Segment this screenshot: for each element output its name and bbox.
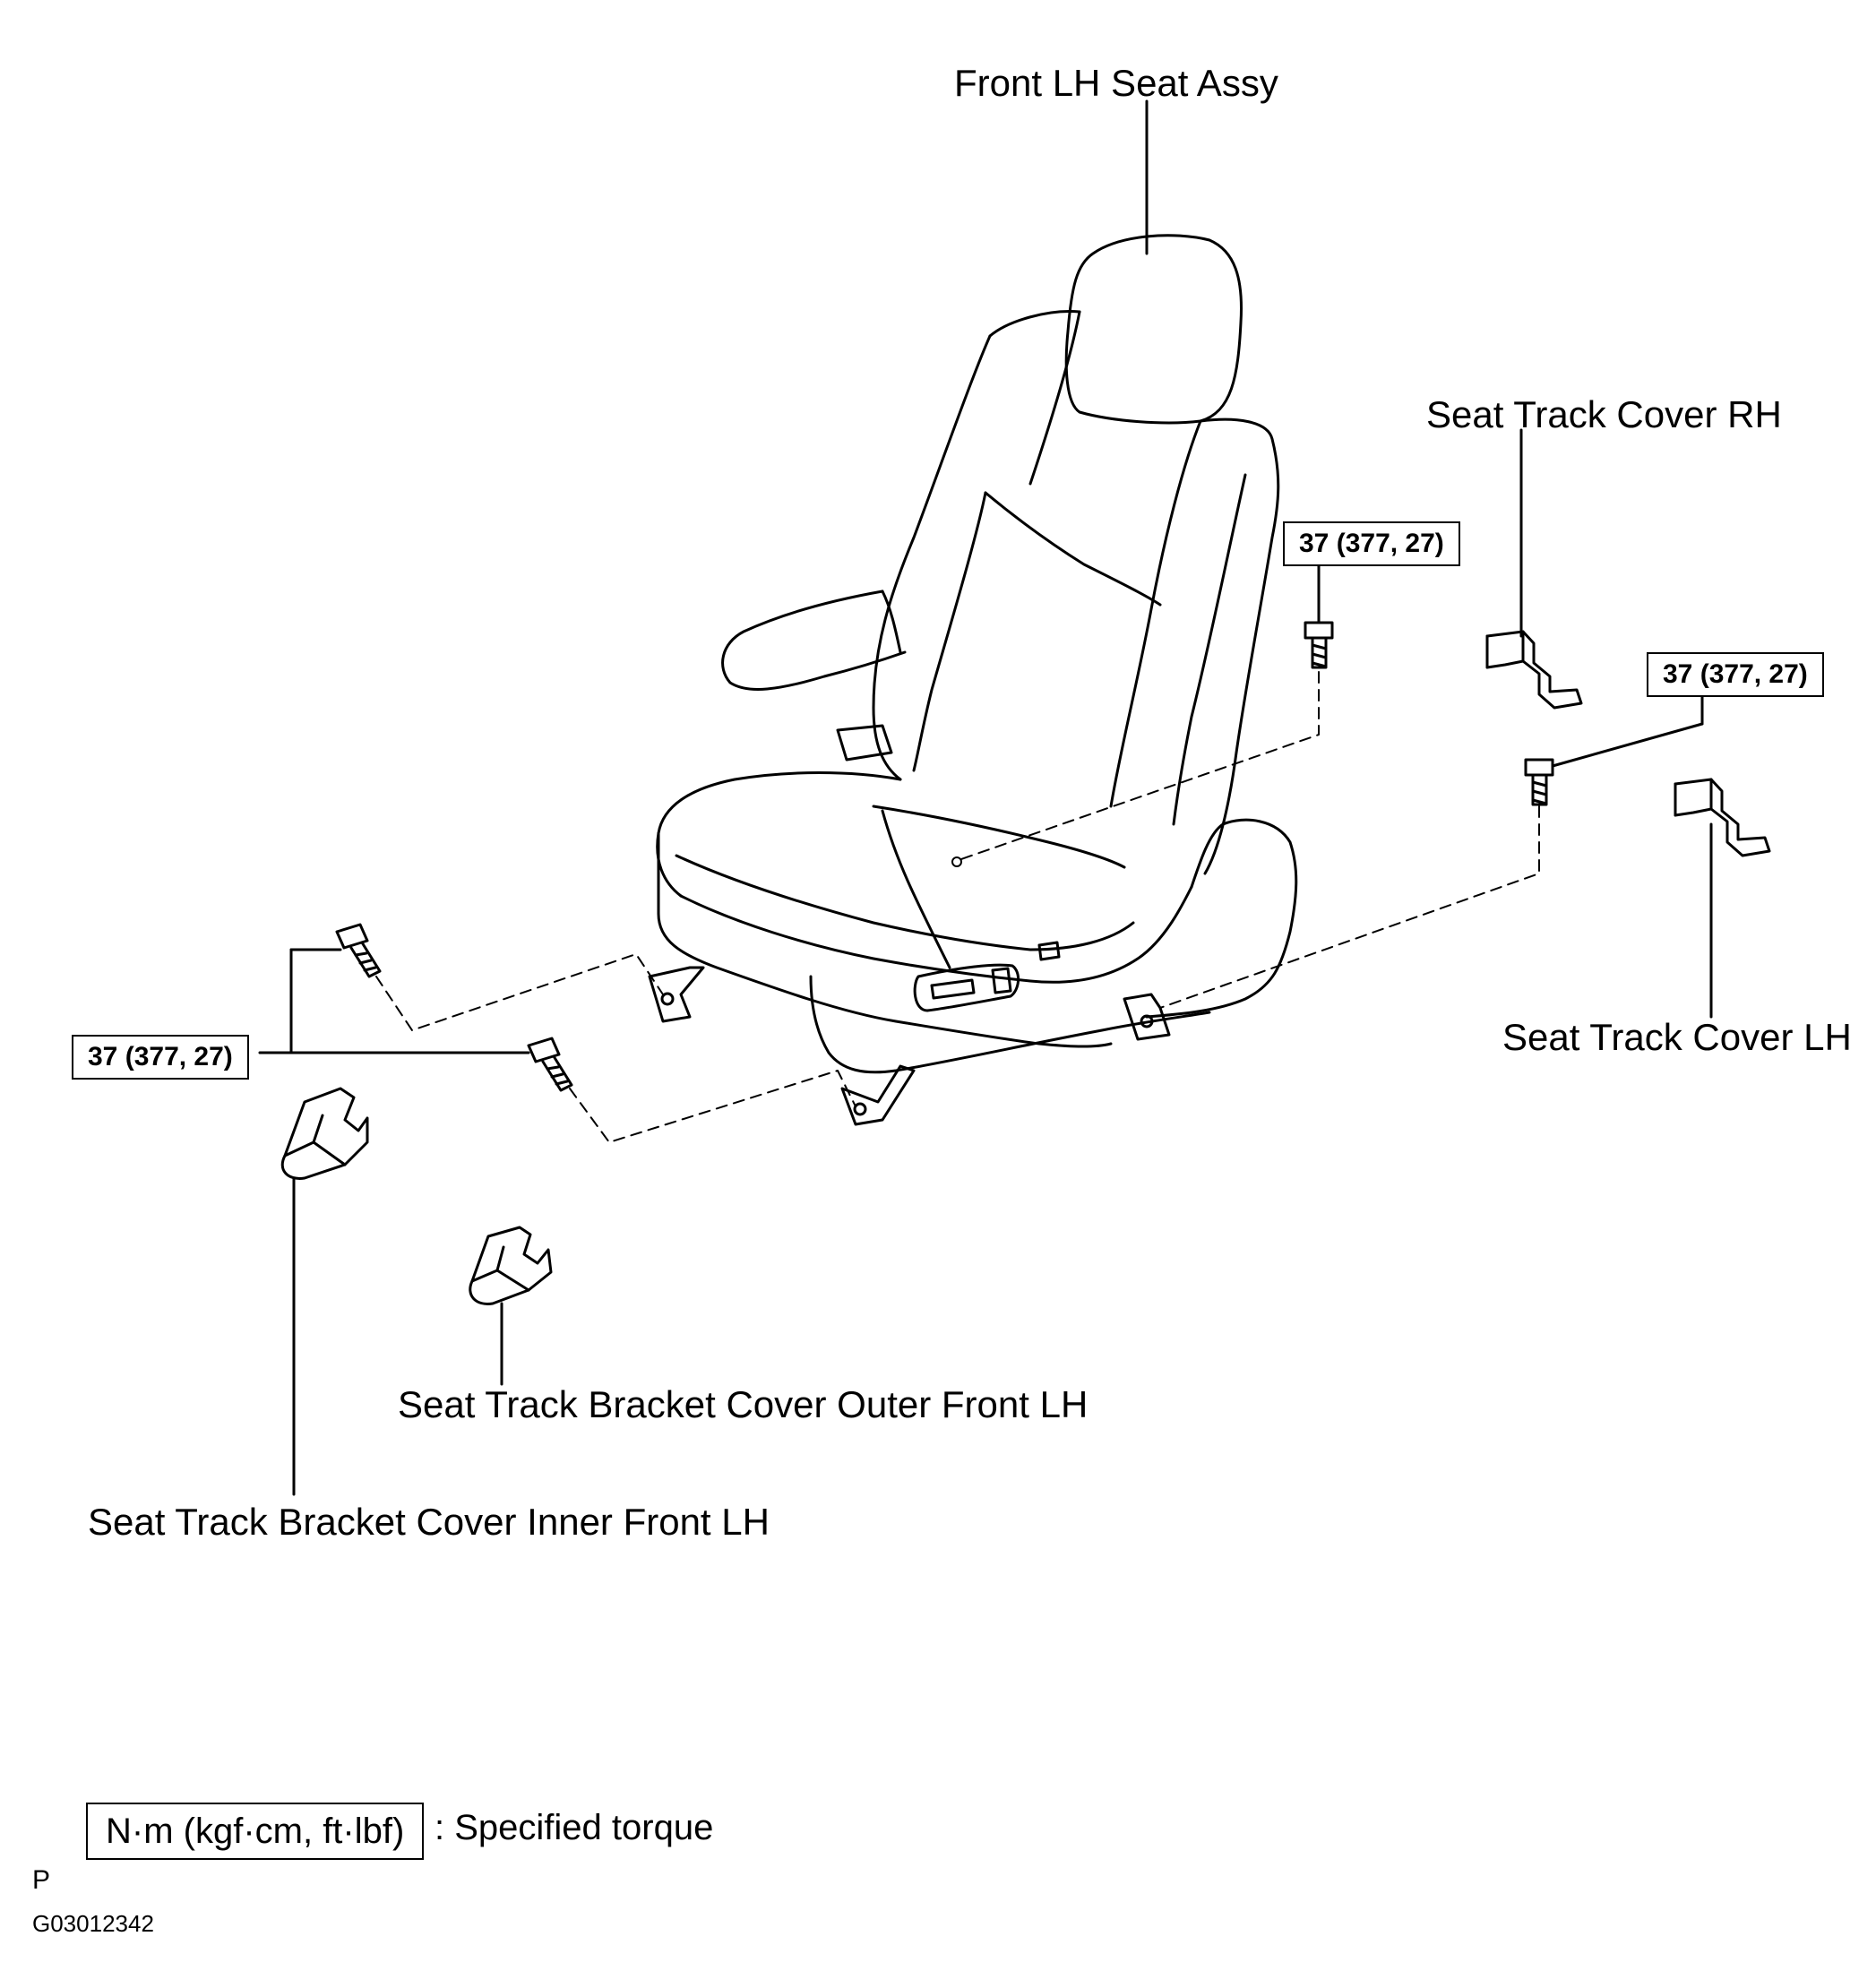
label-front-lh-seat-assy: Front LH Seat Assy xyxy=(954,62,1278,104)
torque-spec-left: 37 (377, 27) xyxy=(72,1035,249,1080)
torque-spec-right: 37 (377, 27) xyxy=(1647,652,1824,697)
seat-track-cover-lh-illustration xyxy=(1674,778,1771,857)
bolt-icon-right xyxy=(1524,758,1554,806)
torque-spec-center: 37 (377, 27) xyxy=(1283,521,1460,566)
dashed-alignment-lines xyxy=(375,671,1540,1143)
label-bracket-cover-outer-front-lh: Seat Track Bracket Cover Outer Front LH xyxy=(398,1383,1089,1425)
bolt-icon-left-front xyxy=(527,1037,573,1092)
bolt-icon-left-rear xyxy=(335,923,382,978)
figure-code: G03012342 xyxy=(32,1910,154,1937)
label-seat-track-cover-rh: Seat Track Cover RH xyxy=(1426,393,1782,435)
label-seat-track-cover-lh: Seat Track Cover LH xyxy=(1502,1016,1852,1058)
leader-lines xyxy=(258,99,1713,1496)
bracket-cover-outer-illustration xyxy=(469,1226,553,1305)
bolt-icon-center xyxy=(1304,621,1334,669)
page-marker: P xyxy=(32,1865,51,1895)
legend-unit-box: N·m (kgf·cm, ft·lbf) xyxy=(86,1803,425,1860)
legend-description: : Specified torque xyxy=(435,1808,714,1847)
seat-track-cover-rh-illustration xyxy=(1485,630,1583,710)
bracket-cover-inner-illustration xyxy=(280,1087,369,1180)
front-lh-seat-illustration xyxy=(648,234,1298,1126)
label-bracket-cover-inner-front-lh: Seat Track Bracket Cover Inner Front LH xyxy=(88,1501,770,1543)
